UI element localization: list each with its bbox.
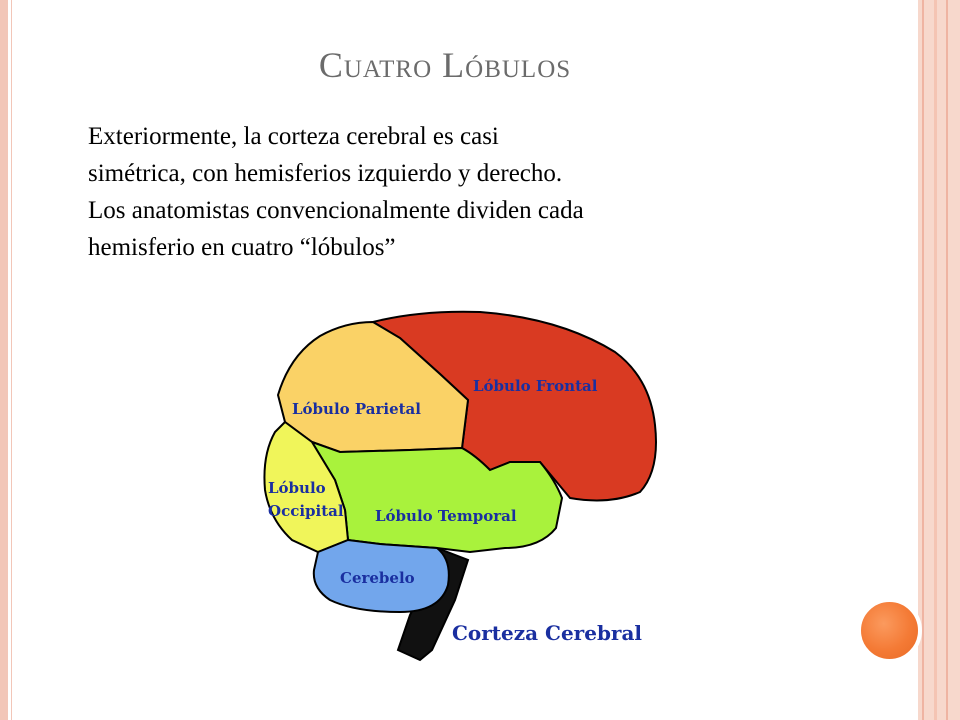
right-border-stripe bbox=[922, 0, 924, 720]
cerebellum-shape bbox=[312, 538, 450, 614]
label-occipital-line2: Occipital bbox=[268, 502, 344, 520]
label-cerebelo: Cerebelo bbox=[340, 569, 415, 587]
label-frontal: Lóbulo Frontal bbox=[473, 377, 598, 395]
brain-lobes-diagram: Lóbulo Frontal Lóbulo Parietal Lóbulo Oc… bbox=[263, 310, 657, 662]
left-border-decoration bbox=[0, 0, 8, 720]
slide-title: Cuatro Lóbulos bbox=[318, 45, 572, 85]
diagram-caption: Corteza Cerebral bbox=[452, 621, 642, 645]
label-occipital-line1: Lóbulo bbox=[268, 479, 326, 497]
right-border-stripe bbox=[934, 0, 937, 720]
orange-circle-decoration bbox=[857, 598, 922, 663]
slide-paragraph: Exteriormente, la corteza cerebral es ca… bbox=[88, 118, 848, 266]
label-temporal: Lóbulo Temporal bbox=[375, 507, 517, 525]
paragraph-line: simétrica, con hemisferios izquierdo y d… bbox=[88, 160, 563, 187]
label-parietal: Lóbulo Parietal bbox=[292, 400, 421, 418]
left-border-line bbox=[11, 0, 12, 720]
paragraph-line: Los anatomistas convencionalmente divide… bbox=[88, 197, 584, 224]
right-border-stripe bbox=[946, 0, 948, 720]
right-border-band bbox=[918, 0, 960, 720]
paragraph-line: Exteriormente, la corteza cerebral es ca… bbox=[88, 123, 499, 150]
paragraph-line: hemisferio en cuatro “lóbulos” bbox=[88, 234, 396, 261]
temporal-lobe-shape bbox=[309, 440, 564, 554]
